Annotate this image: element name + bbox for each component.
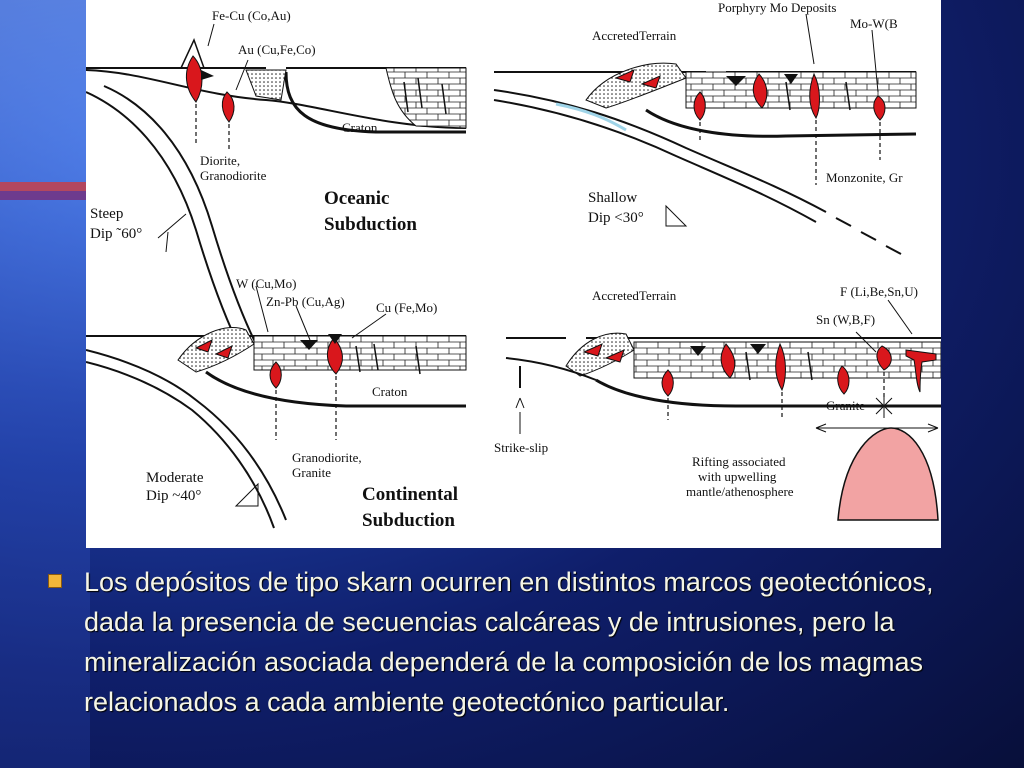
oceanic-subduction-diagram: Fe-Cu (Co,Au) Au (Cu,Fe,Co) Diorite, Gra… (86, 8, 467, 351)
background-glow (0, 0, 90, 768)
bullet-icon (48, 574, 62, 588)
label-accreted-terrain-2: AccretedTerrain (592, 288, 677, 303)
label-craton: Craton (342, 120, 378, 135)
label-granodiorite: Granodiorite (200, 168, 267, 183)
label-steep: Steep (90, 206, 123, 222)
label-fe-cu: Fe-Cu (Co,Au) (212, 8, 291, 23)
label-granite: Granite (826, 398, 865, 413)
label-mo-w: Mo-W(B (850, 16, 898, 31)
label-shallow: Shallow (588, 190, 637, 206)
caption-block: Los depósitos de tipo skarn ocurren en d… (30, 562, 990, 762)
label-continental: Continental (362, 484, 458, 505)
label-oceanic: Oceanic (324, 188, 389, 209)
label-cu: Cu (Fe,Mo) (376, 300, 437, 315)
label-strike-slip: Strike-slip (494, 440, 548, 455)
label-rifting-3: mantle/athenosphere (686, 484, 794, 499)
rifting-diagram: AccretedTerrain F (Li,Be,Sn,U) Sn (W,B,F… (494, 284, 941, 521)
label-accreted-terrain: AccretedTerrain (592, 28, 677, 43)
label-w: W (Cu,Mo) (236, 276, 296, 291)
label-monzonite: Monzonite, Gr (826, 170, 903, 185)
label-granodiorite: Granodiorite, (292, 450, 362, 465)
label-craton: Craton (372, 384, 408, 399)
decorative-stripe (0, 182, 86, 191)
label-moderate: Moderate (146, 470, 204, 486)
skarn-tectonic-diagram: Fe-Cu (Co,Au) Au (Cu,Fe,Co) Diorite, Gra… (86, 0, 941, 548)
label-f-li: F (Li,Be,Sn,U) (840, 284, 918, 299)
label-oceanic-subduction: Subduction (324, 214, 417, 235)
label-rifting-1: Rifting associated (692, 454, 786, 469)
label-steep-dip: Dip ˜60° (90, 226, 142, 242)
decorative-stripe (0, 191, 86, 200)
label-granite: Granite (292, 465, 331, 480)
label-rifting-2: with upwelling (698, 469, 777, 484)
label-diorite: Diorite, (200, 153, 240, 168)
caption-text: Los depósitos de tipo skarn ocurren en d… (84, 567, 934, 717)
label-moderate-dip: Dip ~40° (146, 488, 201, 504)
label-shallow-dip: Dip <30° (588, 210, 644, 226)
diagram-svg: Fe-Cu (Co,Au) Au (Cu,Fe,Co) Diorite, Gra… (86, 0, 941, 531)
label-continental-subduction: Subduction (362, 510, 455, 531)
label-au: Au (Cu,Fe,Co) (238, 42, 316, 57)
label-zn-pb: Zn-Pb (Cu,Ag) (266, 294, 345, 309)
continental-subduction-diagram: W (Cu,Mo) Zn-Pb (Cu,Ag) Cu (Fe,Mo) Crato… (86, 276, 467, 531)
label-porphyry-mo: Porphyry Mo Deposits (718, 0, 836, 15)
shallow-subduction-diagram: AccretedTerrain Porphyry Mo Deposits Mo-… (493, 0, 917, 255)
label-sn: Sn (W,B,F) (816, 312, 875, 327)
